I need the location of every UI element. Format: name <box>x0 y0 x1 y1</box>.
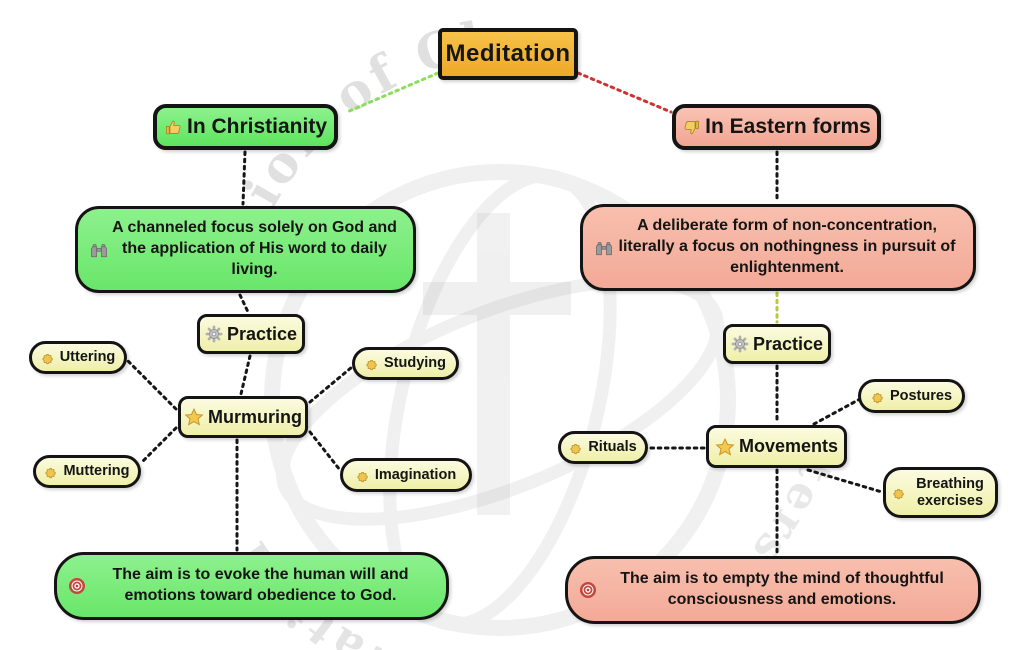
node-imagination-label: Imagination <box>374 466 457 483</box>
connector-root-christianity <box>345 71 440 114</box>
node-in-eastern-forms: In Eastern forms <box>672 104 881 150</box>
node-practice-christianity: Practice <box>197 314 305 354</box>
node-meditation: Meditation <box>438 28 578 80</box>
node-in-christianity: In Christianity <box>153 104 338 150</box>
node-muttering: Muttering <box>33 455 141 488</box>
puzzle-icon <box>871 389 886 404</box>
node-description-eastern: A deliberate form of non-concentration, … <box>580 204 976 291</box>
connector-murmuring-imagination <box>308 430 342 472</box>
star-icon <box>184 407 204 427</box>
thumbs-down-icon <box>682 118 701 137</box>
node-aim-christianity: The aim is to evoke the human will and e… <box>54 552 449 620</box>
target-icon <box>68 577 86 595</box>
node-studying-label: Studying <box>383 355 447 372</box>
connector-practice-murmuring <box>239 354 252 396</box>
node-description-christianity-label: A channeled focus solely on God and the … <box>112 219 397 278</box>
connector-root-eastern <box>576 71 673 114</box>
connector-murmuring-muttering <box>140 426 178 464</box>
connector-description-practice-left <box>238 293 250 314</box>
thumbs-up-icon <box>164 118 183 137</box>
node-aim-christianity-label: The aim is to evoke the human will and e… <box>112 566 409 604</box>
puzzle-icon <box>892 485 907 500</box>
node-movements: Movements <box>706 425 847 468</box>
target-icon <box>579 581 597 599</box>
connector-movements-breathing <box>806 468 884 494</box>
star-icon <box>715 437 735 457</box>
node-in-eastern-forms-label: In Eastern forms <box>705 115 871 138</box>
watermark-cross-icon <box>423 213 571 515</box>
node-murmuring: Murmuring <box>178 396 308 438</box>
puzzle-icon <box>365 356 380 371</box>
binoculars-icon <box>594 238 614 258</box>
node-description-christianity: A channeled focus solely on God and the … <box>75 206 416 293</box>
node-uttering: Uttering <box>29 341 127 374</box>
puzzle-icon <box>44 464 59 479</box>
node-murmuring-label: Murmuring <box>208 406 302 427</box>
node-practice-eastern-label: Practice <box>752 333 824 354</box>
puzzle-icon <box>569 440 584 455</box>
node-uttering-label: Uttering <box>59 349 116 366</box>
node-movements-label: Movements <box>738 436 839 456</box>
node-studying: Studying <box>352 347 459 380</box>
node-postures: Postures <box>858 379 965 413</box>
node-aim-eastern: The aim is to empty the mind of thoughtf… <box>565 556 981 624</box>
node-imagination: Imagination <box>340 458 472 492</box>
node-breathing-exercises: Breathing exercises <box>883 467 998 518</box>
node-practice-eastern: Practice <box>723 324 831 364</box>
node-in-christianity-label: In Christianity <box>186 115 328 138</box>
node-breathing-exercises-label: Breathing exercises <box>916 475 984 509</box>
node-aim-eastern-label: The aim is to empty the mind of thoughtf… <box>620 570 944 608</box>
node-muttering-label: Muttering <box>63 463 130 480</box>
node-rituals: Rituals <box>558 431 648 464</box>
node-rituals-label: Rituals <box>588 439 637 456</box>
node-practice-christianity-label: Practice <box>226 323 298 344</box>
binoculars-icon <box>89 240 109 260</box>
puzzle-icon <box>41 350 56 365</box>
connector-murmuring-uttering <box>126 359 178 411</box>
connector-murmuring-studying <box>308 365 354 404</box>
node-meditation-label: Meditation <box>445 40 571 67</box>
gear-icon <box>731 335 749 353</box>
node-description-eastern-label: A deliberate form of non-concentration, … <box>618 217 956 276</box>
connectors <box>126 71 884 556</box>
puzzle-icon <box>356 468 371 483</box>
connector-movements-postures <box>812 397 862 426</box>
gear-icon <box>205 325 223 343</box>
node-postures-label: Postures <box>889 387 953 404</box>
connector-christianity-description <box>241 150 247 206</box>
